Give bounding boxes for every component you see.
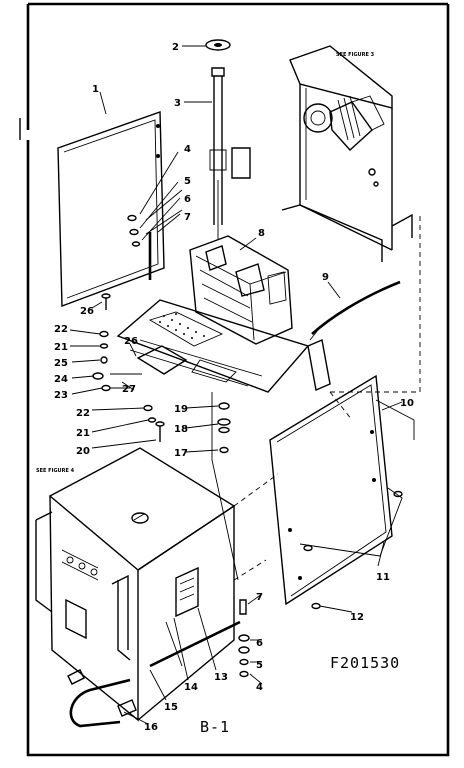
callout-labels: 1 2 3 4 5 6 7 8 9 26 22 21 25 26 24 23 2… xyxy=(36,42,414,733)
callout-11: 11 xyxy=(376,572,390,583)
callout-5-upper: 5 xyxy=(184,176,191,187)
see-figure-3-note: SEE FIGURE 3 xyxy=(336,52,375,58)
callout-16: 16 xyxy=(144,722,158,733)
callout-6-lower: 6 xyxy=(256,638,263,649)
hardware-left-lower xyxy=(143,404,165,442)
callout-21-lower: 21 xyxy=(76,428,90,439)
screw-12 xyxy=(311,602,321,610)
callout-22-upper: 22 xyxy=(54,324,68,335)
figure-id: B-1 xyxy=(200,718,230,736)
side-panel-left xyxy=(57,111,165,307)
callout-27: 27 xyxy=(122,384,136,395)
hardware-upper xyxy=(127,189,183,280)
callout-5-lower: 5 xyxy=(256,660,263,671)
hardware-center xyxy=(211,392,239,581)
callout-12: 12 xyxy=(350,612,364,623)
callout-23: 23 xyxy=(54,390,68,401)
callout-20: 20 xyxy=(76,446,90,457)
callout-14: 14 xyxy=(184,682,198,693)
callout-19: 19 xyxy=(174,404,188,415)
callout-8: 8 xyxy=(258,228,265,239)
perforation-grid xyxy=(159,313,205,339)
chassis-plate xyxy=(116,299,331,393)
figure-code: F201530 xyxy=(330,654,400,672)
callout-4-lower: 4 xyxy=(256,682,263,693)
gasket-and-rod xyxy=(205,39,251,240)
callout-18: 18 xyxy=(174,424,188,435)
access-panel-right xyxy=(269,374,415,606)
wire-lead xyxy=(309,280,401,341)
callout-9: 9 xyxy=(322,272,329,283)
callout-17: 17 xyxy=(174,448,188,459)
power-cord xyxy=(67,620,241,728)
callout-13: 13 xyxy=(214,672,228,683)
callout-2: 2 xyxy=(172,42,179,53)
leader-lines xyxy=(69,45,403,725)
callout-3: 3 xyxy=(174,98,181,109)
callout-10: 10 xyxy=(400,398,414,409)
callout-25: 25 xyxy=(54,358,68,369)
callout-26-center: 26 xyxy=(124,336,138,347)
callout-21-upper: 21 xyxy=(54,342,68,353)
callout-1: 1 xyxy=(92,84,99,95)
lower-cabinet xyxy=(35,447,236,722)
callout-24: 24 xyxy=(54,374,68,385)
screw-11 xyxy=(303,490,403,552)
callout-15: 15 xyxy=(164,702,178,713)
hardware-lower-right xyxy=(238,599,250,678)
control-assembly xyxy=(189,235,293,345)
see-figure-4-note: SEE FIGURE 4 xyxy=(36,468,75,474)
callout-26-left: 26 xyxy=(80,306,94,317)
dashed-guides xyxy=(233,216,421,581)
callout-7-lower: 7 xyxy=(256,592,263,603)
screw-26 xyxy=(101,293,111,310)
page-frame xyxy=(19,2,450,757)
callout-22-lower: 22 xyxy=(76,408,90,419)
callout-7-upper: 7 xyxy=(184,212,191,223)
fan-housing xyxy=(281,45,413,262)
callout-4-upper: 4 xyxy=(184,144,191,155)
callout-6-upper: 6 xyxy=(184,194,191,205)
